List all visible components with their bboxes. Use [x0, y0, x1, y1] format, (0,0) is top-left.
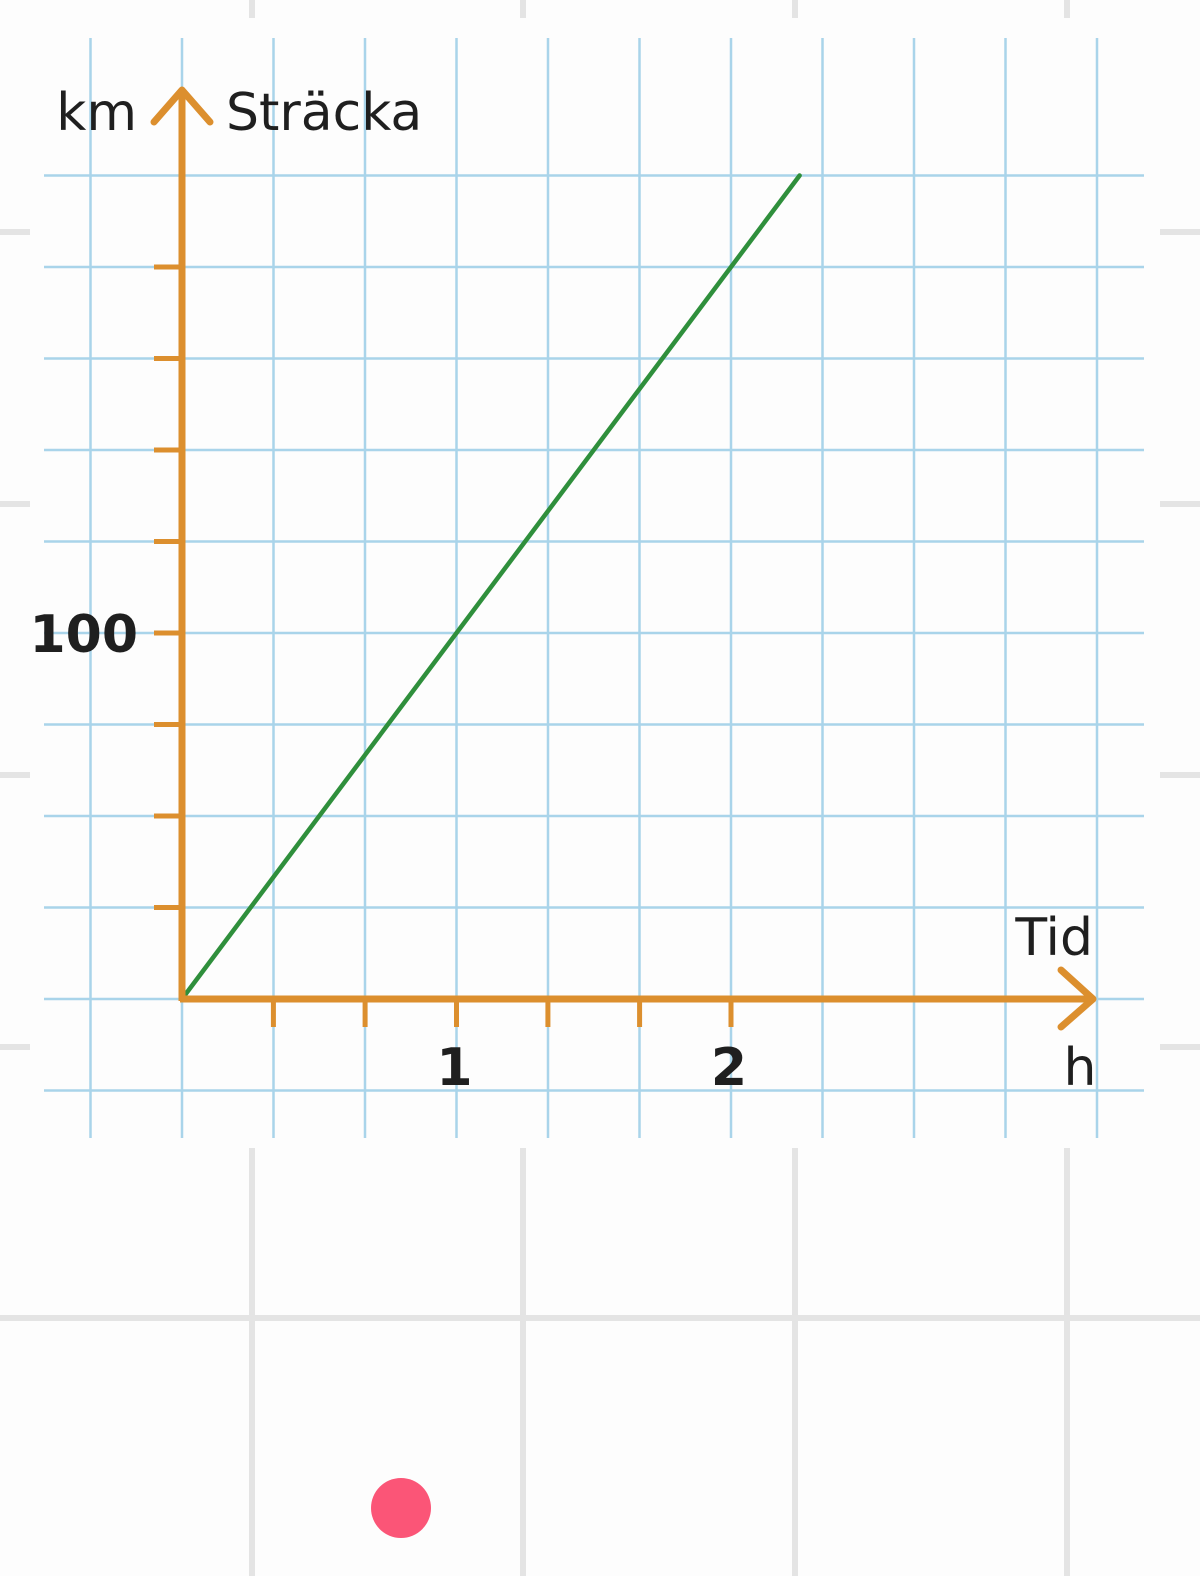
axis-ticks: 1 2 100 [29, 264, 747, 1098]
axes [150, 86, 1097, 1031]
axis-labels: km Sträcka Tid h [56, 83, 1096, 1098]
y-tick-label: 100 [29, 605, 138, 665]
chart-svg: 1 2 100 km Sträcka Tid h [29, 18, 1160, 1148]
y-axis-title: Sträcka [226, 83, 422, 143]
x-axis-title: Tid [1014, 908, 1093, 968]
y-axis-unit: km [56, 83, 137, 143]
touch-pointer-dot-icon[interactable] [371, 1478, 431, 1538]
x-axis-unit: h [1064, 1038, 1097, 1098]
chart-background [30, 18, 1160, 1148]
x-tick-label: 2 [711, 1038, 747, 1098]
series-line [179, 173, 802, 1002]
distance-time-chart: 1 2 100 km Sträcka Tid h [29, 18, 1160, 1148]
series-layer [179, 173, 802, 1002]
y-axis-arrow-icon [150, 86, 214, 126]
x-axis-arrow-icon [1057, 966, 1097, 1031]
x-tick-label: 1 [436, 1038, 472, 1098]
